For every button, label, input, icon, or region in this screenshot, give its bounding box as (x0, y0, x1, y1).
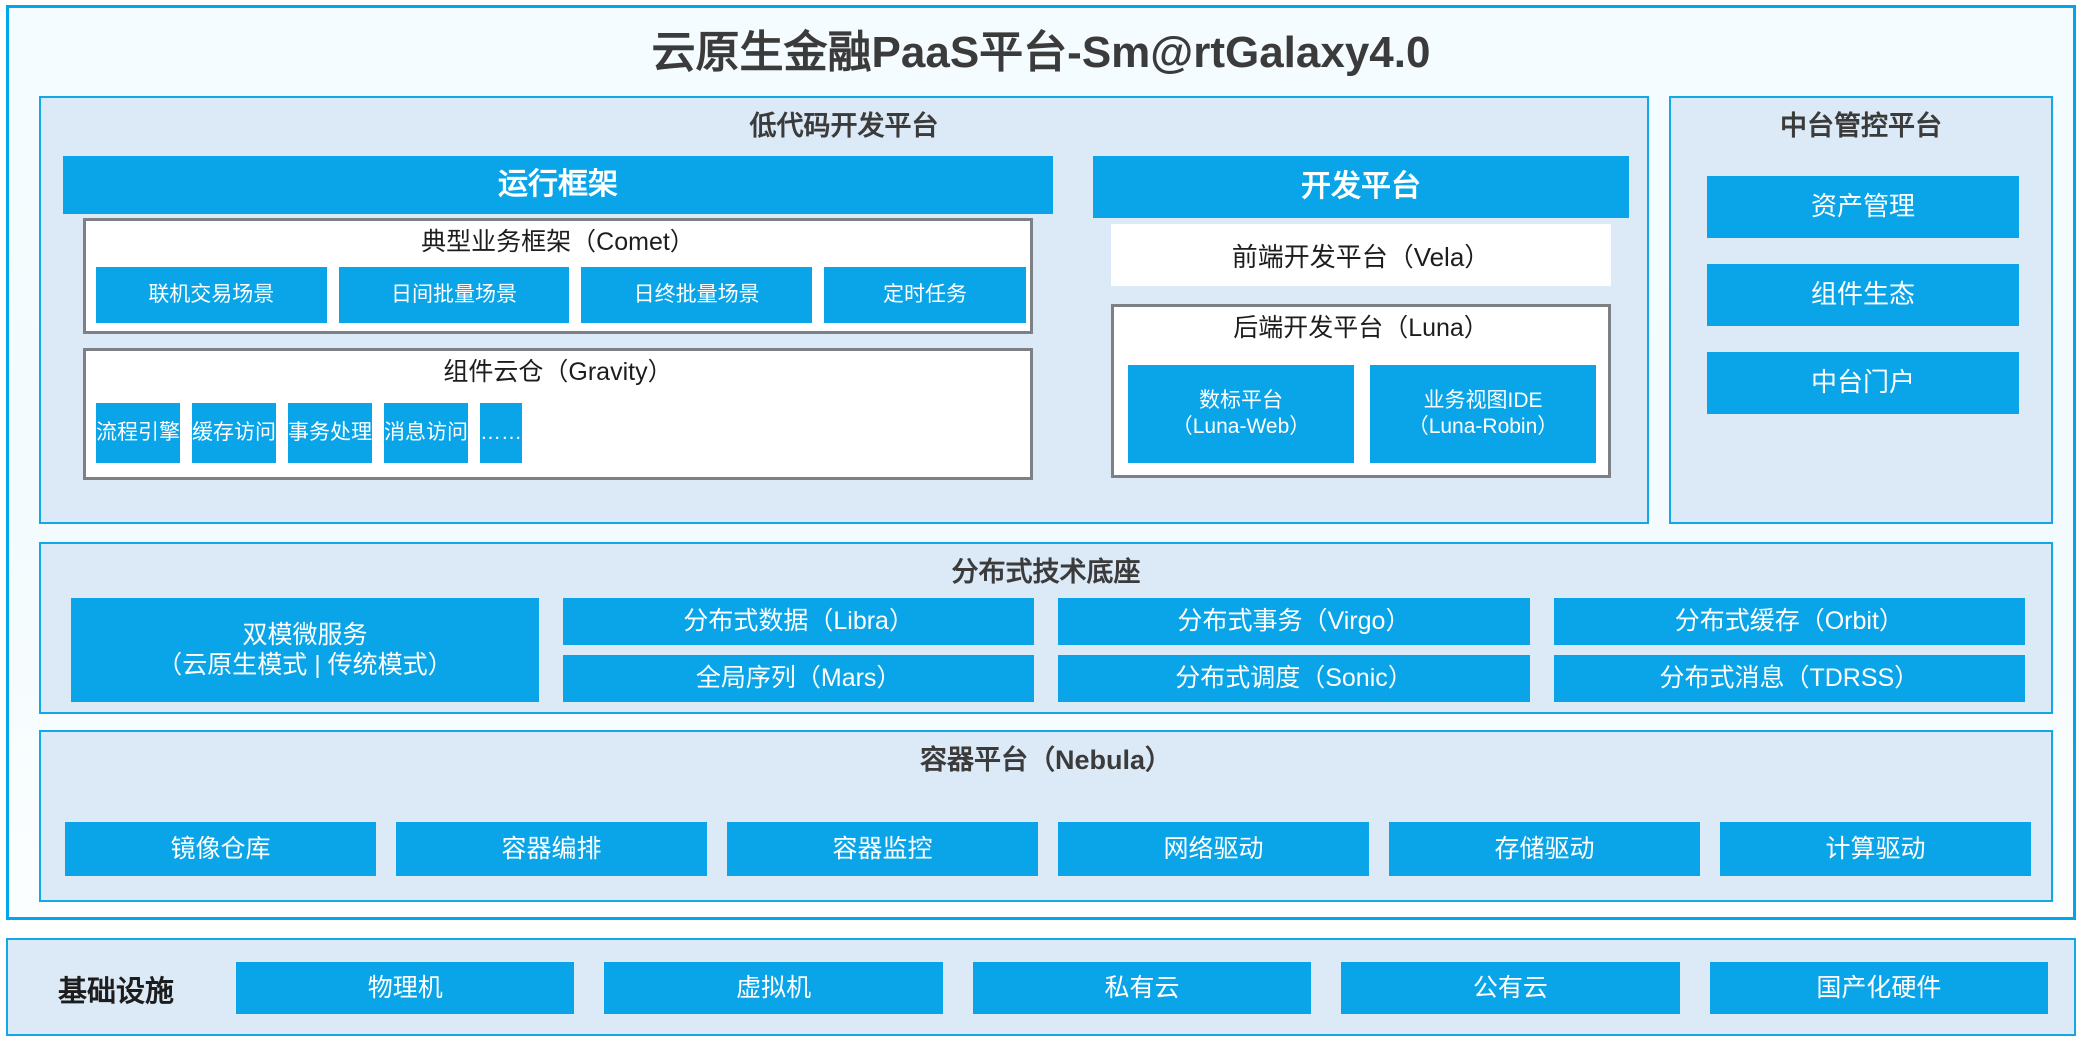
dtb-item-dual-mode-microservice[interactable]: 双模微服务 （云原生模式 | 传统模式） (71, 598, 539, 702)
dtb-item-distributed-scheduling-sonic[interactable]: 分布式调度（Sonic） (1058, 655, 1530, 702)
page-title: 云原生金融PaaS平台-Sm@rtGalaxy4.0 (651, 28, 1431, 77)
dtb-column-3: 分布式缓存（Orbit） 分布式消息（TDRSS） (1553, 598, 2025, 702)
microservice-modes: （云原生模式 | 传统模式） (157, 651, 453, 679)
frontend-dev-platform-vela[interactable]: 前端开发平台（Vela） (1111, 224, 1611, 286)
gravity-item-more[interactable]: …… (480, 403, 522, 463)
development-platform-title: 开发平台 (1093, 156, 1629, 218)
luna-item-data-standard-platform[interactable]: 数标平台 （Luna-Web） (1128, 365, 1354, 463)
comet-box: 典型业务框架（Comet） 联机交易场景 日间批量场景 日终批量场景 定时任务 (83, 218, 1033, 334)
gravity-item-cache-access[interactable]: 缓存访问 (192, 403, 276, 463)
backend-dev-platform-luna: 后端开发平台（Luna） 数标平台 （Luna-Web） 业务视图IDE （Lu… (1111, 304, 1611, 478)
luna-items: 数标平台 （Luna-Web） 业务视图IDE （Luna-Robin） (1128, 365, 1596, 463)
infra-item-physical-machine[interactable]: 物理机 (236, 962, 575, 1014)
dtb-column-1: 分布式数据（Libra） 全局序列（Mars） (563, 598, 1035, 702)
lowcode-platform-panel: 低代码开发平台 运行框架 典型业务框架（Comet） 联机交易场景 日间批量场景… (39, 96, 1649, 524)
dtb-item-global-sequence-mars[interactable]: 全局序列（Mars） (563, 655, 1035, 702)
dtb-item-distributed-data-libra[interactable]: 分布式数据（Libra） (563, 598, 1035, 645)
mgmt-platform-panel: 中台管控平台 资产管理 组件生态 中台门户 (1669, 96, 2053, 524)
mgmt-item-asset-management[interactable]: 资产管理 (1707, 176, 2019, 238)
luna-title: 后端开发平台（Luna） (1233, 314, 1489, 342)
dtb-column-2: 分布式事务（Virgo） 分布式调度（Sonic） (1058, 598, 1530, 702)
mgmt-platform-items: 资产管理 组件生态 中台门户 (1707, 176, 2019, 414)
nebula-item-image-registry[interactable]: 镜像仓库 (65, 822, 376, 876)
comet-item-scheduled-task[interactable]: 定时任务 (823, 267, 1026, 323)
luna-item-business-view-ide[interactable]: 业务视图IDE （Luna-Robin） (1370, 365, 1596, 463)
dtb-item-distributed-transaction-virgo[interactable]: 分布式事务（Virgo） (1058, 598, 1530, 645)
container-platform-title: 容器平台（Nebula） (919, 745, 1173, 775)
luna-web-code: （Luna-Web） (1171, 415, 1311, 438)
mgmt-item-component-ecosystem[interactable]: 组件生态 (1707, 264, 2019, 326)
infrastructure-items: 物理机 虚拟机 私有云 公有云 国产化硬件 (236, 962, 2049, 1014)
nebula-item-compute-driver[interactable]: 计算驱动 (1720, 822, 2031, 876)
infra-item-private-cloud[interactable]: 私有云 (972, 962, 1312, 1014)
lowcode-platform-title: 低代码开发平台 (749, 111, 939, 141)
main-frame: 云原生金融PaaS平台-Sm@rtGalaxy4.0 低代码开发平台 运行框架 … (6, 5, 2076, 920)
luna-robin-name: 业务视图IDE (1423, 389, 1543, 413)
nebula-item-network-driver[interactable]: 网络驱动 (1058, 822, 1369, 876)
distributed-tech-base-panel: 分布式技术底座 双模微服务 （云原生模式 | 传统模式） 分布式数据（Libra… (39, 542, 2053, 714)
container-platform-items: 镜像仓库 容器编排 容器监控 网络驱动 存储驱动 计算驱动 (65, 822, 2031, 876)
luna-robin-code: （Luna-Robin） (1407, 415, 1559, 438)
runtime-framework-title: 运行框架 (63, 156, 1053, 214)
development-platform-block: 开发平台 前端开发平台（Vela） 后端开发平台（Luna） 数标平台 （Lun… (1093, 156, 1629, 504)
infra-item-public-cloud[interactable]: 公有云 (1341, 962, 1680, 1014)
runtime-framework-block: 运行框架 典型业务框架（Comet） 联机交易场景 日间批量场景 日终批量场景 … (63, 156, 1053, 504)
infra-item-virtual-machine[interactable]: 虚拟机 (604, 962, 943, 1014)
distributed-tech-base-title: 分布式技术底座 (951, 557, 1141, 587)
gravity-item-message-access[interactable]: 消息访问 (384, 403, 468, 463)
gravity-item-transaction-processing[interactable]: 事务处理 (288, 403, 372, 463)
gravity-title: 组件云仓（Gravity） (443, 358, 673, 386)
dtb-item-distributed-cache-orbit[interactable]: 分布式缓存（Orbit） (1553, 598, 2025, 645)
comet-item-online-transaction[interactable]: 联机交易场景 (96, 267, 327, 323)
comet-item-intraday-batch[interactable]: 日间批量场景 (338, 267, 570, 323)
distributed-tech-base-body: 双模微服务 （云原生模式 | 传统模式） 分布式数据（Libra） 全局序列（M… (71, 598, 2025, 702)
gravity-items: 流程引擎 缓存访问 事务处理 消息访问 …… (96, 403, 1026, 463)
comet-item-eod-batch[interactable]: 日终批量场景 (581, 267, 812, 323)
comet-title: 典型业务框架（Comet） (421, 228, 695, 256)
nebula-item-container-orchestration[interactable]: 容器编排 (396, 822, 707, 876)
dtb-item-distributed-message-tdrss[interactable]: 分布式消息（TDRSS） (1553, 655, 2025, 702)
microservice-name: 双模微服务 (242, 620, 368, 649)
gravity-item-process-engine[interactable]: 流程引擎 (96, 403, 180, 463)
comet-items: 联机交易场景 日间批量场景 日终批量场景 定时任务 (96, 267, 1026, 323)
gravity-box: 组件云仓（Gravity） 流程引擎 缓存访问 事务处理 消息访问 …… (83, 348, 1033, 480)
nebula-item-storage-driver[interactable]: 存储驱动 (1389, 822, 1700, 876)
mgmt-platform-title: 中台管控平台 (1780, 111, 1942, 141)
nebula-item-container-monitoring[interactable]: 容器监控 (727, 822, 1038, 876)
infrastructure-label: 基础设施 (58, 976, 175, 1008)
mgmt-item-portal[interactable]: 中台门户 (1707, 352, 2019, 414)
infra-item-domestic-hardware[interactable]: 国产化硬件 (1709, 962, 2049, 1014)
infrastructure-panel: 基础设施 物理机 虚拟机 私有云 公有云 国产化硬件 (6, 938, 2076, 1036)
container-platform-panel: 容器平台（Nebula） 镜像仓库 容器编排 容器监控 网络驱动 存储驱动 计算… (39, 730, 2053, 902)
luna-web-name: 数标平台 (1199, 389, 1283, 413)
